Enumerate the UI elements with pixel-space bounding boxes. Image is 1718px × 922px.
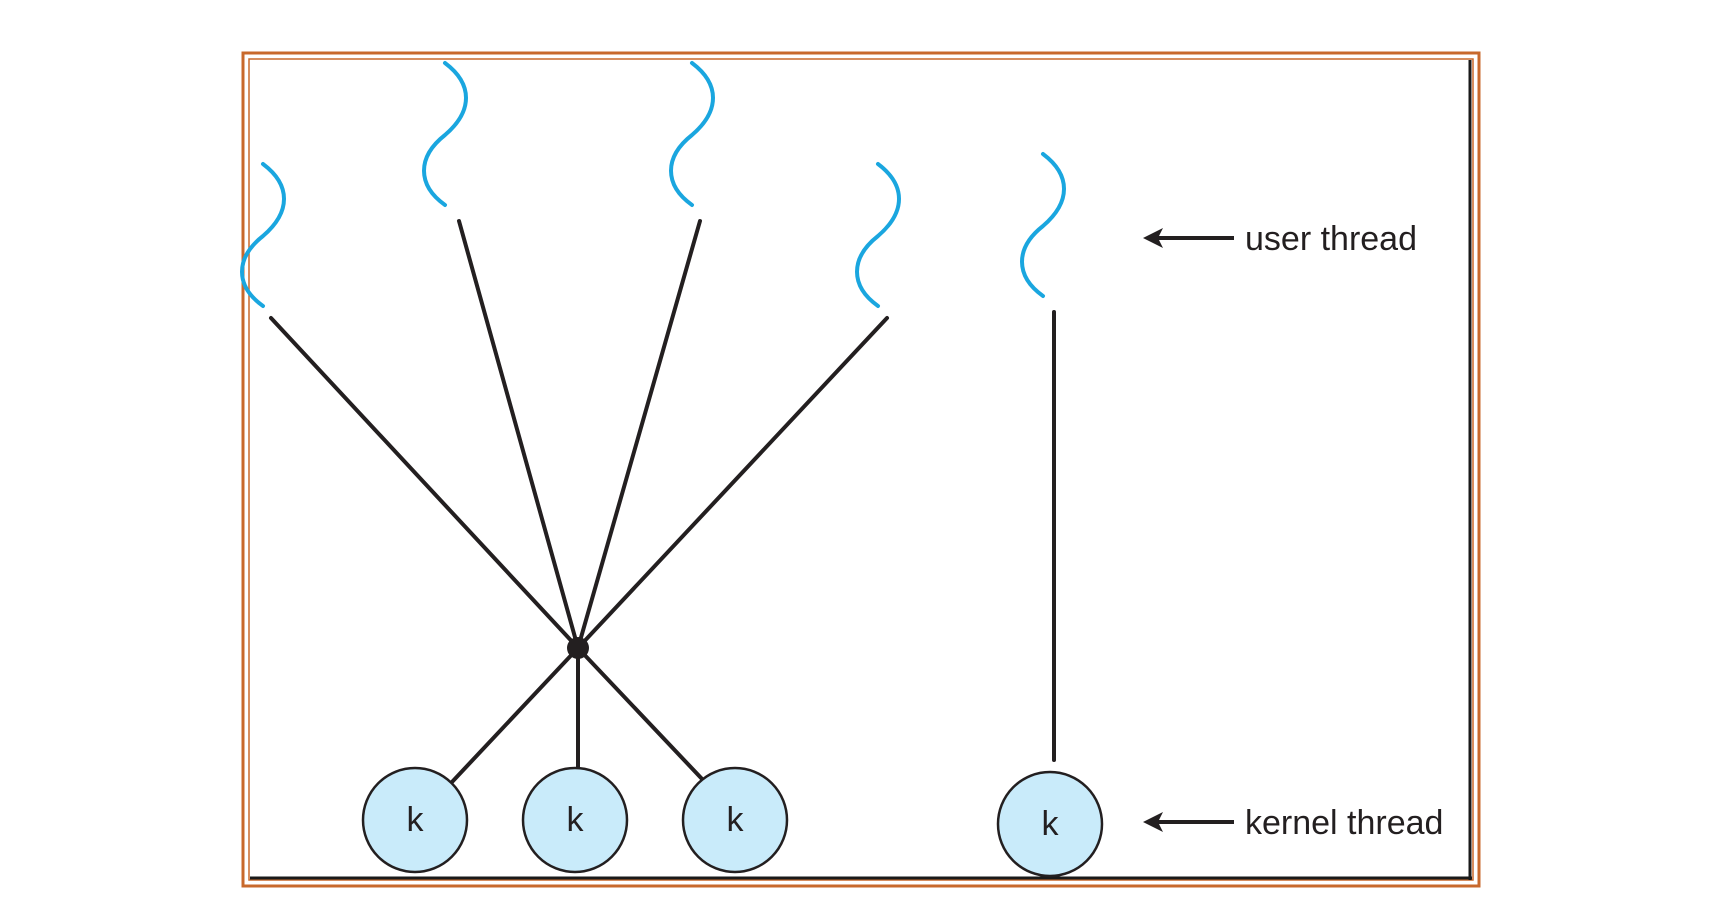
connection-line — [450, 646, 580, 784]
connection-line — [269, 316, 580, 650]
arrow-left-icon — [1143, 228, 1163, 248]
user-to-hub-connections — [269, 219, 889, 650]
connection-line — [576, 316, 889, 650]
kernel-thread-k1: k — [361, 766, 469, 874]
connection-line — [576, 646, 705, 782]
kernel-thread-label: k — [1042, 805, 1060, 843]
kernel-thread-k4: k — [996, 770, 1104, 878]
arrow-left-icon — [1143, 812, 1163, 832]
kernel-thread-circle — [996, 770, 1104, 878]
frame-inner — [248, 58, 1474, 881]
kernel-thread-circle — [521, 766, 629, 874]
user-thread-wave-icon — [855, 162, 901, 308]
hub-to-kernel-connections — [450, 646, 705, 784]
frame-outer — [241, 51, 1481, 888]
legend-kernel-thread-label: kernel thread — [1245, 804, 1443, 842]
user-thread-wave-icon — [669, 61, 715, 207]
legend-user-thread: user thread — [1143, 220, 1417, 258]
kernel-thread-label: k — [727, 801, 745, 839]
user-thread-wave-icon — [1020, 152, 1066, 298]
kernel-thread-circle — [361, 766, 469, 874]
kernel-thread-label: k — [567, 801, 585, 839]
legend-kernel-thread: kernel thread — [1143, 804, 1443, 842]
user-thread-wave-icon — [240, 162, 286, 308]
connection-line — [576, 219, 702, 650]
kernel-thread-k3: k — [681, 766, 789, 874]
kernel-thread-k2: k — [521, 766, 629, 874]
legend-user-thread-label: user thread — [1245, 220, 1417, 258]
user-thread-wave-icon — [422, 61, 468, 207]
kernel-thread-circle — [681, 766, 789, 874]
user-threads — [240, 61, 1066, 308]
multiplex-hub-dot — [567, 637, 589, 659]
kernel-thread-label: k — [407, 801, 425, 839]
connection-line — [457, 219, 580, 650]
